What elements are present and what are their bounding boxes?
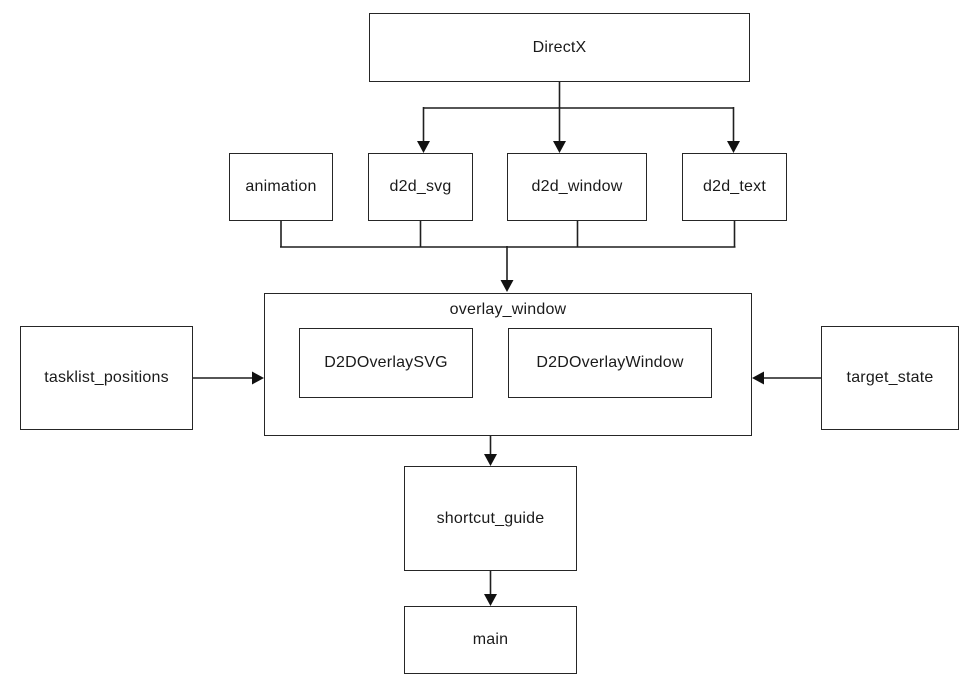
node-target-state-label: target_state [846,369,934,386]
node-d2d-svg-label: d2d_svg [389,178,452,195]
node-d2d-overlay-window-label: D2DOverlayWindow [536,354,684,371]
arrowhead-overlay-right [752,371,764,385]
arrowhead-overlay-top [500,280,514,292]
node-overlay-window-label: overlay_window [449,301,567,318]
node-d2d-overlay-window: D2DOverlayWindow [508,328,712,398]
node-d2d-window-label: d2d_window [531,178,623,195]
arrowhead-overlay-left [252,371,264,385]
node-directx-label: DirectX [532,38,587,56]
node-directx: DirectX [369,13,750,82]
node-main-label: main [472,631,509,648]
arrowhead-d2dwindow [553,141,566,153]
node-shortcut-guide-label: shortcut_guide [436,509,545,527]
node-target-state: target_state [821,326,959,430]
node-d2d-overlay-svg: D2DOverlaySVG [299,328,473,398]
node-d2d-text-label: d2d_text [703,178,766,195]
node-d2d-svg: d2d_svg [368,153,473,221]
node-tasklist-positions: tasklist_positions [20,326,193,430]
node-shortcut-guide: shortcut_guide [404,466,577,571]
node-d2d-text: d2d_text [682,153,787,221]
node-animation-label: animation [245,178,317,195]
node-d2d-overlay-svg-label: D2DOverlaySVG [324,354,448,371]
arrowhead-d2dsvg [417,141,430,153]
arrowhead-shortcut [484,454,497,466]
arrowhead-d2dtext [727,141,740,153]
node-tasklist-positions-label: tasklist_positions [44,369,169,386]
arrowhead-main [484,594,497,606]
node-d2d-window: d2d_window [507,153,647,221]
node-overlay-window: overlay_window [264,293,752,436]
node-main: main [404,606,577,674]
node-animation: animation [229,153,333,221]
